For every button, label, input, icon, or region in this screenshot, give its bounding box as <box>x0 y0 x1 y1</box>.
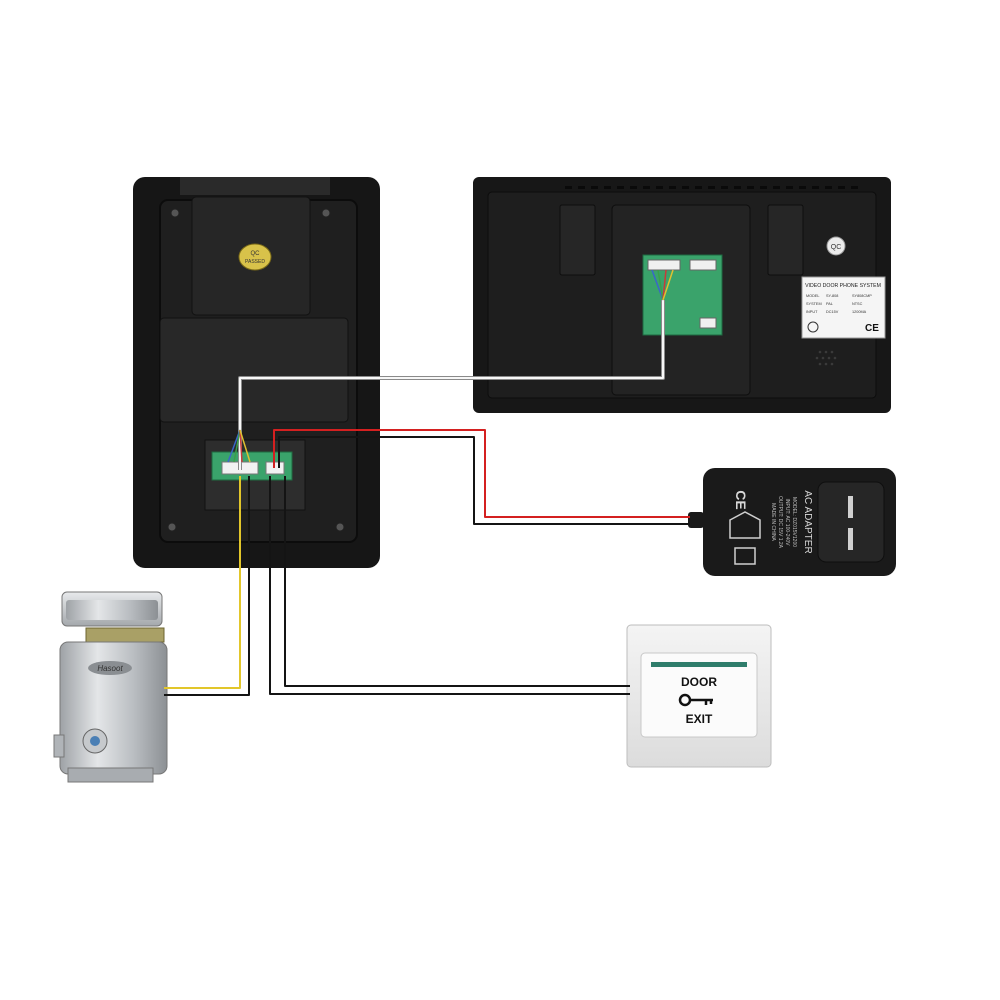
sticker-row2-v1: PAL <box>826 302 833 306</box>
sticker-row1-v2: SY808CMP <box>852 294 872 298</box>
sticker-title: VIDEO DOOR PHONE SYSTEM <box>805 283 881 289</box>
lock-side-tab <box>53 734 65 758</box>
adapter-label: AC ADAPTER MODEL: DZ015V1200 INPUT: AC 1… <box>770 490 813 553</box>
mon-fan-green <box>657 269 664 301</box>
sticker-row1-v1: SY-808 <box>826 294 838 298</box>
mon-fan-blue <box>651 269 664 301</box>
monitor-connector-1 <box>647 259 681 271</box>
fan-wire-blue <box>227 429 241 463</box>
lock-wire-yellow <box>164 476 241 689</box>
outdoor-unit: QC PASSED <box>133 177 380 568</box>
wires <box>164 269 690 696</box>
sticker-row2-label: SYSTEM <box>806 302 822 306</box>
lock-brand-plate <box>88 661 132 675</box>
mount-bracket-left <box>559 204 596 276</box>
adapter-line-3: OUTPUT: DC 15V 1.2A <box>777 496 783 549</box>
adapter-line-2: INPUT: AC 100-240V <box>784 499 790 547</box>
adapter-strain-relief <box>688 512 704 528</box>
lock-brand-text: Hasoot <box>97 664 123 673</box>
lock-wire-black <box>164 476 250 696</box>
adapter-plug-face <box>817 481 885 563</box>
spec-sticker: VIDEO DOOR PHONE SYSTEM MODEL SY-808 SY8… <box>801 276 886 339</box>
screw <box>335 522 345 532</box>
monitor-qc-sticker: QC <box>826 236 846 256</box>
plug-prong <box>848 528 853 550</box>
indoor-use-icon <box>729 511 761 539</box>
exit-button-face <box>640 652 758 738</box>
adapter-heading: AC ADAPTER <box>802 490 813 553</box>
sticker-row3-v2: 1200MA <box>852 310 867 314</box>
outdoor-top-clip <box>180 177 330 195</box>
compliance-icon <box>807 321 819 333</box>
signal-cable-core <box>239 300 664 470</box>
badge-text-top: QC <box>251 251 261 257</box>
screw <box>167 522 177 532</box>
speaker-grille <box>815 350 837 366</box>
ce-mark: CE <box>865 323 879 334</box>
double-insulation-icon <box>734 547 756 565</box>
monitor-connector-3 <box>699 317 717 329</box>
mount-bracket-right <box>767 204 804 276</box>
lock-strike-face <box>66 600 158 620</box>
qc-passed-badge: QC PASSED <box>238 243 272 271</box>
power-wire-red <box>273 429 690 518</box>
monitor-connector-2 <box>689 259 717 271</box>
lock-base <box>67 767 154 783</box>
qc-text: QC <box>831 244 842 251</box>
badge-text-bottom: PASSED <box>245 259 265 265</box>
indoor-monitor: QC VIDEO DOOR PHONE SYSTEM MODEL SY-808 … <box>473 177 891 413</box>
plug-prong <box>848 496 853 518</box>
fan-wire-yellow <box>239 429 251 463</box>
mon-fan-yellow <box>662 269 674 301</box>
power-adapter: AC ADAPTER MODEL: DZ015V1200 INPUT: AC 1… <box>688 468 896 576</box>
fan-wire-green <box>233 429 241 463</box>
screw <box>321 208 331 218</box>
outdoor-unit-cover <box>159 317 349 423</box>
electric-lock: Hasoot <box>53 591 168 783</box>
exit-wire-1 <box>269 476 630 695</box>
adapter-line-4: MADE IN CHINA <box>770 503 776 541</box>
adapter-line-1: MODEL: DZ015V1200 <box>791 497 797 547</box>
sticker-row1-label: MODEL <box>806 294 820 298</box>
sticker-row3-v1: DC15V <box>826 310 839 314</box>
vent-slots <box>565 186 858 189</box>
adapter-ce-mark: CE <box>733 490 749 509</box>
lock-bolt <box>85 627 165 643</box>
exit-wire-2 <box>284 476 630 687</box>
sticker-row2-v2: NTSC <box>852 302 863 306</box>
key-icon <box>678 693 713 707</box>
exit-button: DOOR EXIT <box>626 624 772 768</box>
fan-wire-red <box>239 429 243 463</box>
exit-button-stripe <box>651 662 747 667</box>
power-wire-black <box>278 436 690 525</box>
key-hole-icon <box>90 736 100 746</box>
exit-top-text: DOOR <box>681 675 717 689</box>
exit-bottom-text: EXIT <box>686 712 713 726</box>
sticker-row3-label: INPUT <box>806 310 818 314</box>
screw <box>170 208 180 218</box>
mon-fan-red <box>662 269 667 301</box>
